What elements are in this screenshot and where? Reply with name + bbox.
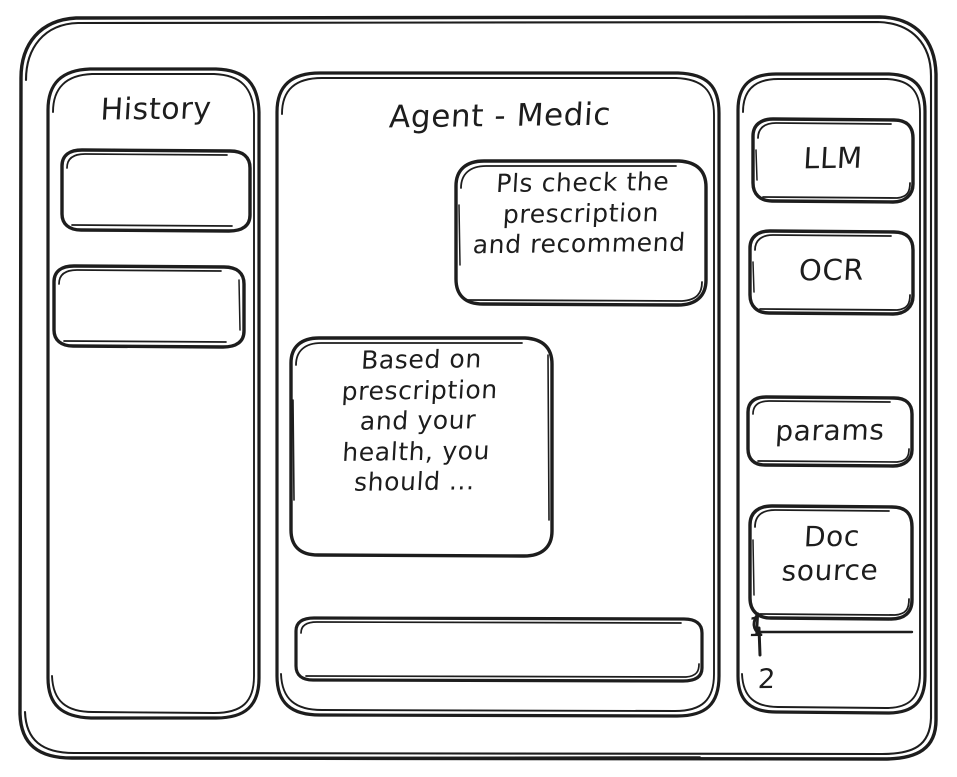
history-item-2[interactable] <box>54 266 244 347</box>
llm-button[interactable] <box>753 119 913 202</box>
user-message-bubble <box>456 161 706 305</box>
params-button[interactable] <box>748 397 912 466</box>
doc-source-button[interactable] <box>750 506 912 619</box>
composer-input[interactable] <box>296 618 702 681</box>
history-item-1[interactable] <box>62 150 250 231</box>
ocr-button[interactable] <box>750 231 913 314</box>
agent-message-bubble <box>291 338 552 556</box>
